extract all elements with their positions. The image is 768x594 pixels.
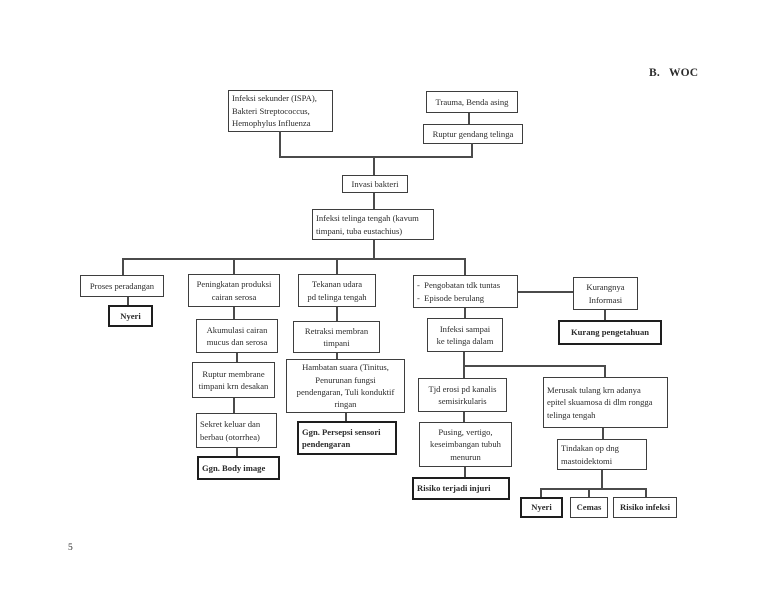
connector-19 <box>345 413 347 421</box>
connector-8 <box>122 260 124 275</box>
connector-16 <box>236 448 238 456</box>
connector-27 <box>464 467 466 477</box>
connector-33 <box>645 490 647 497</box>
node-ruptur-gendang-telinga: Ruptur gendang telinga <box>423 124 523 144</box>
node-kurang-pengetahuan: Kurang pengetahuan <box>558 320 662 345</box>
connector-7 <box>122 258 466 260</box>
node-risiko-infeksi: Risiko infeksi <box>613 497 677 518</box>
node-trauma-benda-asing: Trauma, Benda asing <box>426 91 518 113</box>
connector-0 <box>468 113 470 124</box>
connector-28 <box>602 428 604 439</box>
connector-22 <box>604 310 606 320</box>
page-number: 5 <box>68 543 73 553</box>
node-infeksi-sekunder: Infeksi sekunder (ISPA),Bakteri Streptoc… <box>228 90 333 132</box>
connector-25 <box>604 367 606 377</box>
node-hambatan-suara: Hambatan suara (Tinitus,Penurunan fungsi… <box>286 359 405 413</box>
connector-18 <box>336 353 338 359</box>
connector-11 <box>464 260 466 275</box>
connector-14 <box>236 353 238 362</box>
connector-32 <box>588 490 590 497</box>
node-proses-peradangan: Proses peradangan <box>80 275 164 297</box>
connector-1 <box>279 131 281 158</box>
connector-6 <box>373 240 375 258</box>
node-ggn-body-image: Ggn. Body image <box>197 456 280 480</box>
connector-29 <box>601 470 603 488</box>
connector-30 <box>540 488 647 490</box>
connector-12 <box>127 297 129 305</box>
connector-13 <box>233 307 235 319</box>
node-invasi-bakteri: Invasi bakteri <box>342 175 408 193</box>
connector-2 <box>471 143 473 158</box>
connector-21 <box>518 291 573 293</box>
connector-5 <box>373 193 375 209</box>
connector-17 <box>336 307 338 321</box>
connector-20 <box>464 308 466 318</box>
node-cemas: Cemas <box>570 497 608 518</box>
connector-15 <box>233 398 235 413</box>
connector-31 <box>540 490 542 497</box>
connector-24 <box>463 365 606 367</box>
section-heading: B. WOC <box>649 67 699 79</box>
connector-3 <box>279 156 473 158</box>
node-risiko-terjadi-injuri: Risiko terjadi injuri <box>412 477 510 500</box>
connector-9 <box>233 260 235 274</box>
node-nyeri-bawah: Nyeri <box>520 497 563 518</box>
node-nyeri-atas: Nyeri <box>108 305 153 327</box>
connector-10 <box>336 260 338 274</box>
node-pengobatan-tdk-tuntas: - Pengobatan tdk tuntas- Episode berulan… <box>413 275 518 308</box>
connector-26 <box>463 412 465 422</box>
connector-4 <box>373 158 375 175</box>
